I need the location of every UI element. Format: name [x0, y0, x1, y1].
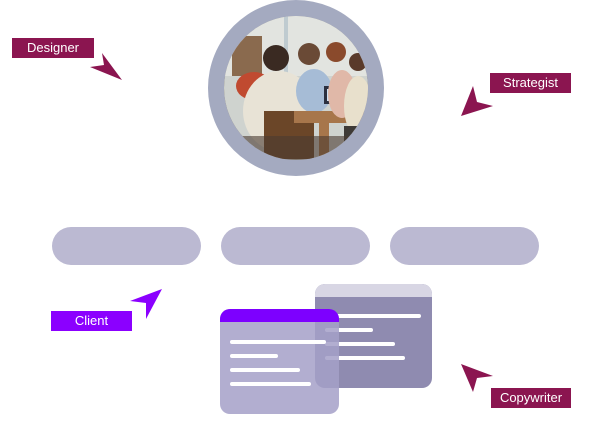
team-meeting-photo: [224, 16, 368, 160]
card-front-line-2: [230, 354, 278, 358]
copywriter-pointer-icon: [461, 364, 493, 392]
strategist-label: Strategist: [490, 73, 571, 93]
document-card-front: [220, 309, 339, 414]
card-back-line-4: [325, 356, 405, 360]
placeholder-pill-1: [52, 227, 201, 265]
copywriter-label: Copywriter: [491, 388, 571, 408]
card-back-header: [315, 284, 432, 297]
card-front-line-3: [230, 368, 300, 372]
team-photo-frame: [208, 0, 384, 176]
designer-pointer-icon: [90, 53, 122, 80]
client-label: Client: [51, 311, 132, 331]
card-back-line-3: [325, 342, 395, 346]
client-pointer-icon: [130, 289, 162, 319]
card-back-line-1: [325, 314, 421, 318]
placeholder-pill-3: [390, 227, 539, 265]
card-front-line-1: [230, 340, 326, 344]
card-front-line-4: [230, 382, 311, 386]
card-back-line-2: [325, 328, 373, 332]
placeholder-pill-2: [221, 227, 370, 265]
designer-label: Designer: [12, 38, 94, 58]
card-front-header: [220, 309, 339, 322]
strategist-pointer-icon: [461, 86, 493, 116]
